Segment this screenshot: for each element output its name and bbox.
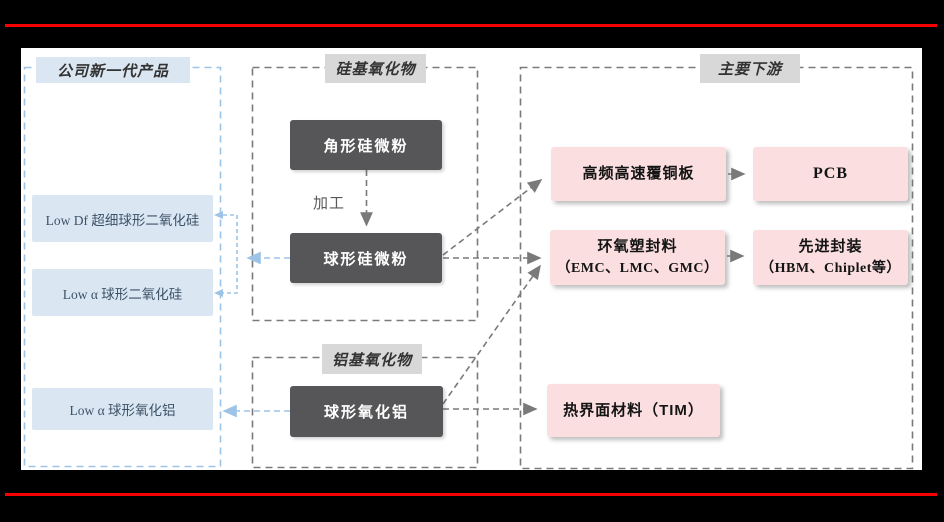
bracket-new-products	[223, 214, 238, 294]
node-high-speed-ccl: 高频高速覆铜板	[551, 147, 726, 201]
arrow-spherical-alumina-to-emc	[442, 264, 541, 405]
process-label: 加工	[313, 195, 346, 212]
bottom-red-rule	[5, 493, 937, 496]
emc-label: 环氧塑封料	[597, 238, 678, 256]
node-low-alpha-spherical-silica: Low α 球形二氧化硅	[32, 269, 213, 316]
node-spherical-silica-powder: 球形硅微粉	[290, 233, 442, 283]
aluminum-panel-title: 铝基氧化物	[322, 344, 422, 374]
node-angular-silica-powder: 角形硅微粉	[290, 120, 442, 170]
arrowhead-to-low-alpha-silica	[214, 289, 223, 297]
node-thermal-interface-material: 热界面材料（TIM）	[547, 384, 720, 437]
node-spherical-alumina: 球形氧化铝	[290, 386, 443, 437]
node-advanced-packaging: 先进封装 （HBM、Chiplet等）	[753, 230, 908, 285]
node-low-df-ultrafine-spherical-silica: Low Df 超细球形二氧化硅	[32, 195, 213, 242]
node-low-alpha-spherical-alumina: Low α 球形氧化铝	[32, 388, 213, 430]
advanced-packaging-label: 先进封装	[798, 238, 863, 256]
left-panel-title: 公司新一代产品	[36, 57, 190, 83]
emc-sub-label: （EMC、LMC、GMC）	[556, 261, 719, 277]
node-epoxy-molding-compound: 环氧塑封料 （EMC、LMC、GMC）	[550, 230, 725, 285]
arrow-spherical-silica-to-ccl	[442, 179, 543, 256]
arrowhead-to-low-df-silica	[214, 211, 223, 219]
advanced-packaging-sub-label: （HBM、Chiplet等）	[760, 261, 901, 277]
node-pcb: PCB	[753, 147, 908, 201]
top-red-rule	[5, 24, 937, 27]
silicon-panel-title: 硅基氧化物	[325, 54, 426, 83]
downstream-panel-title: 主要下游	[700, 54, 800, 83]
